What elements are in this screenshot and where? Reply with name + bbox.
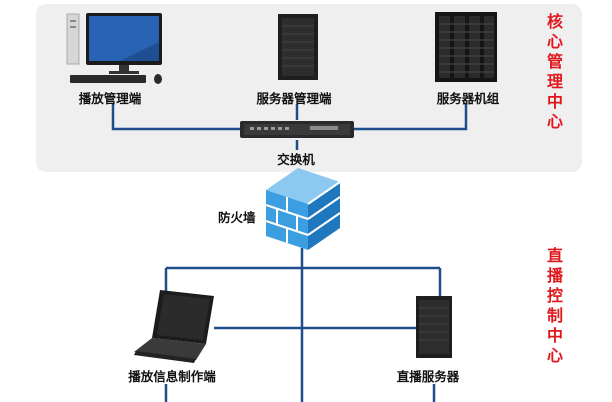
label-live-server: 直播服务器 [396, 369, 460, 384]
label-switch: 交换机 [277, 152, 315, 167]
label-server-mgmt: 服务器管理端 [256, 91, 332, 106]
link-server-group-switch [354, 104, 468, 131]
link-playback-mgmt-switch [111, 104, 240, 131]
zone-title-core: 核心管理中心 [546, 12, 563, 131]
laptop-icon [134, 290, 214, 363]
server-rack-group-icon [435, 12, 497, 82]
label-firewall: 防火墙 [218, 210, 256, 225]
label-server-group: 服务器机组 [436, 91, 500, 106]
network-switch-icon [240, 121, 354, 138]
desktop-computer-icon [66, 13, 162, 84]
server-tower-icon [278, 14, 318, 80]
label-playback-info: 播放信息制作端 [128, 369, 216, 384]
connection-lines [111, 104, 468, 402]
zone-title-live: 直播控制中心 [546, 246, 563, 365]
firewall-icon [265, 168, 341, 250]
live-server-icon [416, 296, 452, 358]
label-playback-mgmt: 播放管理端 [78, 91, 142, 106]
